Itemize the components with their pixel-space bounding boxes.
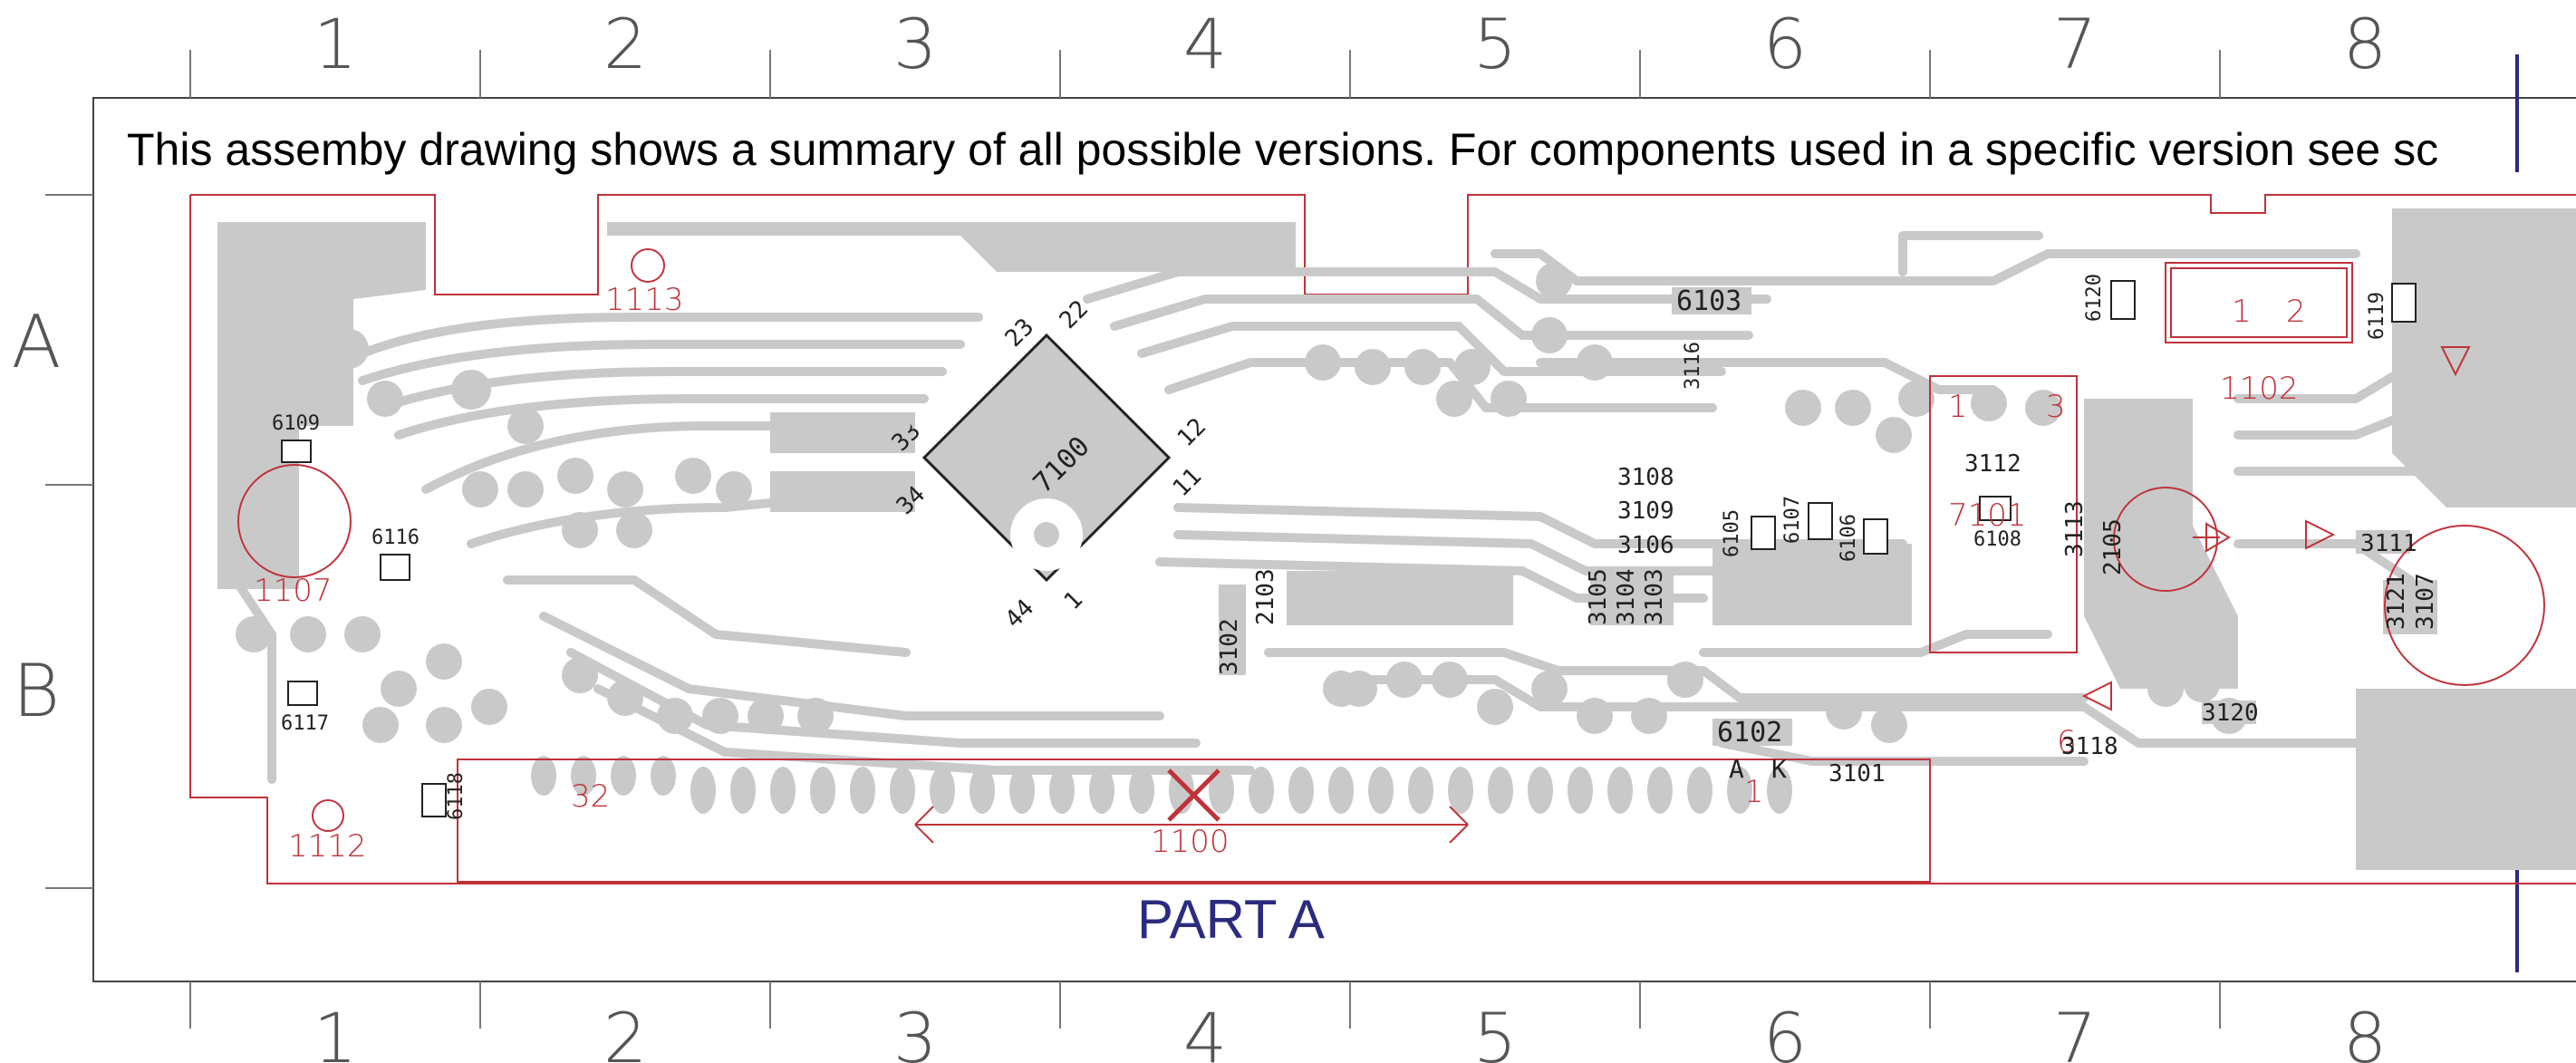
component-ref-label: 6117 xyxy=(281,712,329,735)
grid-col-bottom-7: 7 xyxy=(2053,998,2097,1063)
component-ref-label: 6103 xyxy=(1676,285,1741,317)
ic-pin-label: 12 xyxy=(1172,413,1211,452)
grid-col-bottom-5: 5 xyxy=(1473,998,1517,1063)
grid-ticks xyxy=(45,50,2221,1029)
component-ref-label: 6116 xyxy=(371,527,420,549)
outline-label: 2 xyxy=(2286,294,2306,330)
component-ref-label: 3105 xyxy=(1585,568,1612,625)
grid-col-bottom-1: 1 xyxy=(314,998,357,1063)
outline-label: 6 xyxy=(2057,724,2077,760)
connector-pads xyxy=(531,756,1792,814)
component-ref-label: 6105 xyxy=(1721,509,1743,557)
grid-col-bottom-3: 3 xyxy=(893,998,937,1063)
component-ref-label: 6120 xyxy=(2083,274,2106,322)
resistor-strips xyxy=(1219,287,2437,746)
outline-label: 1107 xyxy=(254,573,333,609)
component-ref-label: 2105 xyxy=(2099,518,2127,575)
grid-col-top-3: 3 xyxy=(893,4,937,84)
copper-areas xyxy=(217,208,2576,870)
component-ref-label: 6118 xyxy=(445,772,468,820)
component-ref-label: 3112 xyxy=(1964,450,2021,478)
red-outline-labels: 1113 1107 1112 32 1100 7101 1102 1 3 1 2… xyxy=(254,282,2306,865)
outline-label: 1113 xyxy=(605,282,684,318)
component-ref-label: 3113 xyxy=(2061,500,2089,557)
grid-col-top-8: 8 xyxy=(2343,4,2387,84)
component-ref-label: 3102 xyxy=(1216,618,1243,675)
outline-label: 1 xyxy=(1948,389,1968,425)
grid-row-A: A xyxy=(12,300,62,384)
outline-label: 1102 xyxy=(2220,371,2299,407)
outline-label: 1 xyxy=(1744,774,1764,810)
component-ref-label: 3116 xyxy=(1682,342,1704,390)
component-ref-label: 3111 xyxy=(2360,530,2417,557)
component-ref-label: 6106 xyxy=(1838,514,1860,562)
grid-col-top-6: 6 xyxy=(1763,4,1807,84)
component-ref-label: 2103 xyxy=(1252,568,1279,625)
grid-col-top-2: 2 xyxy=(603,4,647,84)
component-ref-label: 3106 xyxy=(1617,532,1674,559)
grid-row-labels: A B xyxy=(12,300,62,733)
part-label: PART A xyxy=(1137,889,1325,950)
ic-7100: 7100 23 22 33 34 12 11 44 1 xyxy=(887,295,1211,633)
outline-label: 32 xyxy=(571,778,610,815)
component-ref-label: 3118 xyxy=(2061,733,2118,760)
component-ref-label: 3108 xyxy=(1617,464,1674,491)
component-ref-label: 6108 xyxy=(1973,528,2021,551)
component-ref-label: 6109 xyxy=(272,412,320,435)
component-ref-label: 3104 xyxy=(1613,568,1640,625)
grid-col-top-1: 1 xyxy=(314,4,357,84)
outline-label: 3 xyxy=(2046,389,2066,425)
component-ref-label: 3121 xyxy=(2383,573,2410,630)
outline-label: 1100 xyxy=(1151,824,1230,860)
grid-col-top-5: 5 xyxy=(1473,4,1517,84)
component-labels: 6109 6116 6117 6118 6103 3116 3108 3109 … xyxy=(272,274,2439,820)
component-ref-label: 6119 xyxy=(2366,292,2388,340)
ic-pin-label: 44 xyxy=(1000,594,1039,633)
red-outlines xyxy=(237,248,2545,883)
ic-pin-label: 11 xyxy=(1168,463,1207,502)
smd-components xyxy=(281,280,2417,817)
component-ref-label: 3107 xyxy=(2412,573,2439,630)
component-ref-label: A xyxy=(1729,754,1744,784)
grid-col-bottom-6: 6 xyxy=(1763,998,1807,1063)
component-ref-label: 3120 xyxy=(2202,700,2259,727)
grid-row-B: B xyxy=(13,649,60,733)
assembly-note: This assemby drawing shows a summary of … xyxy=(127,124,2439,175)
outline-label: 1 xyxy=(2232,294,2252,330)
component-ref-label: 6107 xyxy=(1781,496,1804,544)
component-ref-label: K xyxy=(1771,754,1787,784)
grid-col-bottom-4: 4 xyxy=(1183,998,1227,1063)
grid-col-top-4: 4 xyxy=(1183,4,1227,84)
outline-label: 1112 xyxy=(288,828,367,865)
vias xyxy=(236,217,2465,743)
drawing-frame xyxy=(92,97,2576,982)
ic-pin-label: 1 xyxy=(1059,586,1088,615)
grid-col-top-7: 7 xyxy=(2053,4,2097,84)
component-ref-label: 6102 xyxy=(1717,717,1782,749)
component-ref-label: 3109 xyxy=(1617,498,1674,525)
grid-col-bottom-8: 8 xyxy=(2343,998,2387,1063)
component-ref-label: 3101 xyxy=(1828,760,1886,788)
grid-col-bottom-2: 2 xyxy=(603,998,647,1063)
component-ref-label: 3103 xyxy=(1641,568,1668,625)
outline-label: 7101 xyxy=(1948,498,2027,534)
